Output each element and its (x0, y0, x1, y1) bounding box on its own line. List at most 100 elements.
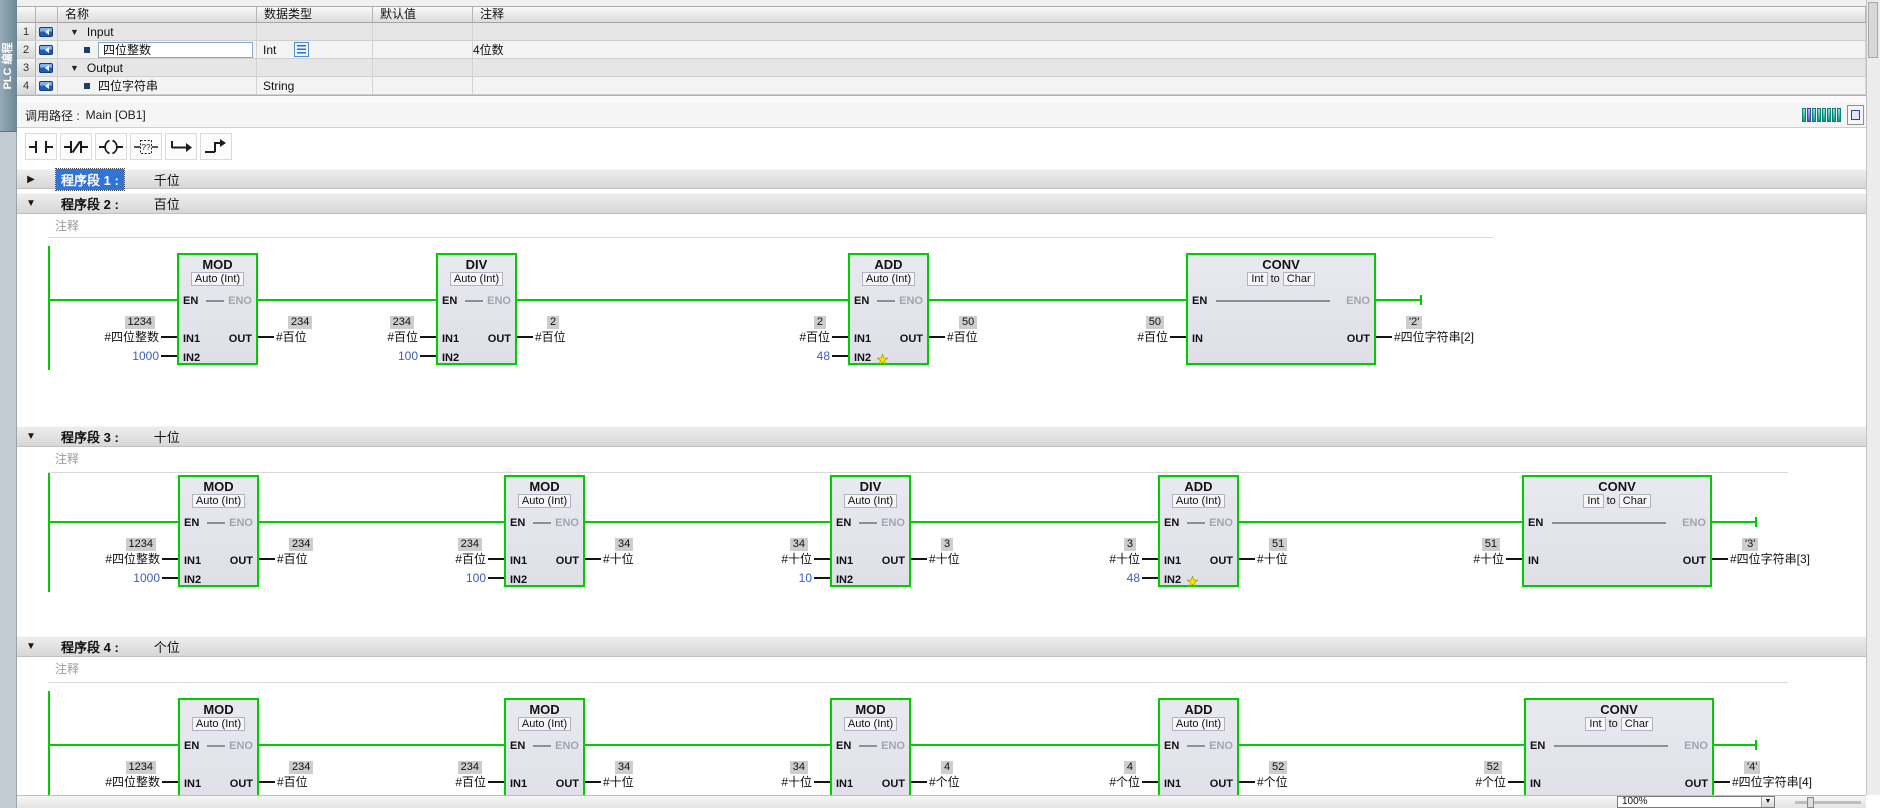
network-header[interactable]: ▼ 程序段 4 : 个位 (17, 636, 1866, 657)
operand-label[interactable]: #百位 (277, 552, 308, 566)
network-header[interactable]: ▼ 程序段 2 : 百位 (17, 193, 1866, 214)
network-header[interactable]: ▼ 程序段 3 : 十位 (17, 426, 1866, 447)
operand-label[interactable]: #四位整数 (104, 330, 159, 344)
default-cell[interactable] (373, 23, 473, 40)
name-cell[interactable]: ▼Output (58, 59, 257, 76)
vertical-scrollbar[interactable] (1866, 0, 1880, 795)
operand-label[interactable]: 48 (816, 349, 830, 363)
operand-label[interactable]: #百位 (1137, 330, 1168, 344)
operand-label[interactable]: 1000 (133, 571, 160, 585)
operand-label[interactable]: #四位整数 (105, 552, 160, 566)
closed-contact-button[interactable] (60, 133, 92, 160)
column-header-default[interactable]: 默认值 (373, 7, 473, 22)
operand-label[interactable]: #百位 (535, 330, 566, 344)
scrollbar-thumb[interactable] (1868, 2, 1878, 58)
network-expander-icon[interactable]: ▼ (26, 198, 36, 209)
row-name-label[interactable]: 四位整数 (98, 41, 253, 58)
column-header-name[interactable]: 名称 (58, 7, 257, 22)
operand-label[interactable]: #百位 (277, 775, 308, 789)
chevron-down-icon[interactable]: ▼ (1761, 797, 1774, 807)
default-cell[interactable] (373, 41, 473, 58)
tab-plc-programming[interactable]: PLC 编程 (0, 0, 17, 132)
name-cell[interactable]: 四位字符串 (58, 77, 257, 94)
column-header-datatype[interactable]: 数据类型 (257, 7, 373, 22)
column-header-comment[interactable]: 注释 (473, 7, 1866, 22)
operand-label[interactable]: #十位 (929, 552, 960, 566)
network-label[interactable]: 程序段 3 : (61, 430, 119, 445)
operand-label[interactable]: #个位 (1257, 775, 1288, 789)
operand-label[interactable]: #十位 (781, 552, 812, 566)
network-comment-placeholder[interactable]: 注释 (55, 452, 80, 466)
network-expander-icon[interactable]: ▼ (26, 431, 36, 442)
operand-label[interactable]: #百位 (947, 330, 978, 344)
comment-cell[interactable]: 4位数 (473, 41, 1866, 58)
operand-label[interactable]: #十位 (1473, 552, 1504, 566)
operand-label[interactable]: #四位字符串[2] (1394, 330, 1475, 344)
name-cell[interactable]: 四位整数 (58, 41, 257, 58)
operand-label[interactable]: #百位 (455, 552, 486, 566)
operand-label[interactable]: #百位 (387, 330, 418, 344)
network-title[interactable]: 个位 (153, 640, 180, 655)
type-cell[interactable]: Int (257, 41, 373, 58)
table-row[interactable]: 1▼Input (17, 23, 1866, 41)
coil-button[interactable] (95, 133, 127, 160)
row-name-label[interactable]: 四位字符串 (98, 79, 159, 93)
network-label[interactable]: 程序段 2 : (61, 197, 119, 212)
network-comment-row[interactable]: 注释 (17, 214, 1866, 238)
operand-label[interactable]: 100 (465, 571, 486, 585)
operand-label[interactable]: #百位 (455, 775, 486, 789)
zoom-slider-thumb[interactable] (1807, 797, 1814, 808)
zoom-slider[interactable] (1795, 797, 1861, 808)
operand-label[interactable]: #百位 (276, 330, 307, 344)
close-branch-button[interactable] (200, 133, 232, 160)
operand-label[interactable]: #个位 (929, 775, 960, 789)
operand-label[interactable]: #十位 (1109, 552, 1140, 566)
operand-label[interactable]: #百位 (799, 330, 830, 344)
network-comment-placeholder[interactable]: 注释 (55, 219, 80, 233)
table-row[interactable]: 3▼Output (17, 59, 1866, 77)
type-cell[interactable]: String (257, 77, 373, 94)
operand-label[interactable]: #十位 (603, 552, 634, 566)
comment-cell[interactable] (473, 77, 1866, 94)
operand-label[interactable]: 10 (798, 571, 812, 585)
operand-label[interactable]: #个位 (1475, 775, 1506, 789)
open-contact-button[interactable] (25, 133, 57, 160)
name-cell[interactable]: ▼Input (58, 23, 257, 40)
operand-label[interactable]: #四位字符串[3] (1730, 552, 1811, 566)
operand-label[interactable]: 1000 (132, 349, 159, 363)
network-comment-row[interactable]: 注释 (17, 447, 1866, 473)
expander-icon[interactable]: ▼ (70, 26, 79, 37)
expander-icon[interactable]: ▼ (70, 62, 79, 73)
default-cell[interactable] (373, 59, 473, 76)
operand-label[interactable]: 48 (1126, 571, 1140, 585)
network-title[interactable]: 百位 (153, 197, 180, 212)
zoom-level-select[interactable]: 100% ▼ (1617, 796, 1775, 808)
network-title[interactable]: 十位 (153, 430, 180, 445)
operand-label[interactable]: #四位字符串[4] (1732, 775, 1813, 789)
network-expander-icon[interactable]: ▼ (26, 641, 36, 652)
type-dropdown-button[interactable] (294, 42, 310, 57)
comment-cell[interactable] (473, 59, 1866, 76)
operand-label[interactable]: #十位 (603, 775, 634, 789)
operand-label[interactable]: #个位 (1109, 775, 1140, 789)
network-label[interactable]: 程序段 1 : (55, 167, 125, 191)
operand-label[interactable]: #十位 (1257, 552, 1288, 566)
operand-label[interactable]: 100 (397, 349, 418, 363)
open-branch-button[interactable] (165, 133, 197, 160)
network-expander-icon[interactable]: ▶ (27, 173, 35, 185)
network-comment-row[interactable]: 注释 (17, 657, 1866, 683)
network-header[interactable]: ▶程序段 1 :千位 (17, 167, 1866, 191)
network-label[interactable]: 程序段 4 : (61, 640, 119, 655)
